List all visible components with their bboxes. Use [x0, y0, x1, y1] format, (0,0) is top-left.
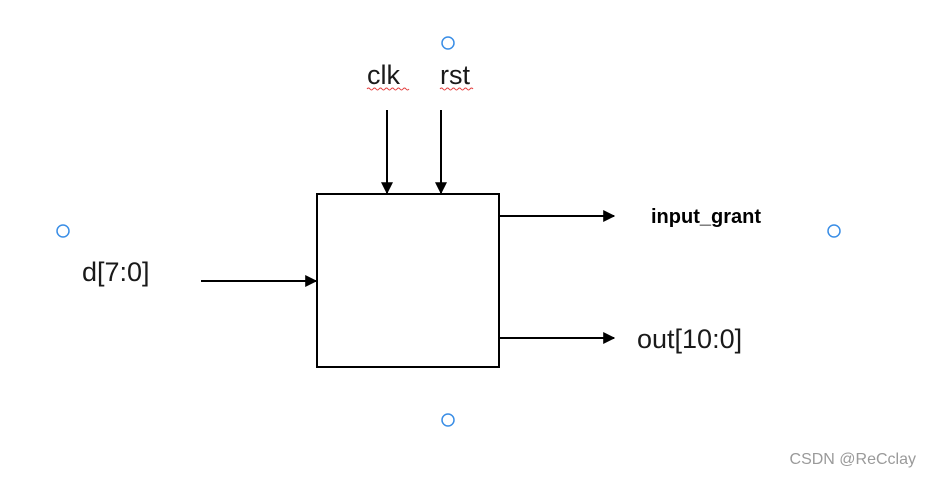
- rst-spellcheck-underline: [439, 87, 474, 91]
- clk-spellcheck-underline: [366, 87, 410, 91]
- selection-handle-top[interactable]: [441, 36, 455, 50]
- watermark: CSDN @ReCclay: [789, 451, 916, 468]
- data-input-label: d[7:0]: [82, 257, 150, 287]
- rst-label: rst: [440, 60, 470, 90]
- selection-handle-right[interactable]: [827, 224, 841, 238]
- clk-label: clk: [367, 60, 400, 90]
- module-block[interactable]: [316, 193, 500, 368]
- selection-handle-bottom[interactable]: [441, 413, 455, 427]
- grant-output-label: input_grant: [651, 206, 761, 228]
- selection-handle-left[interactable]: [56, 224, 70, 238]
- data-output-label: out[10:0]: [637, 324, 742, 354]
